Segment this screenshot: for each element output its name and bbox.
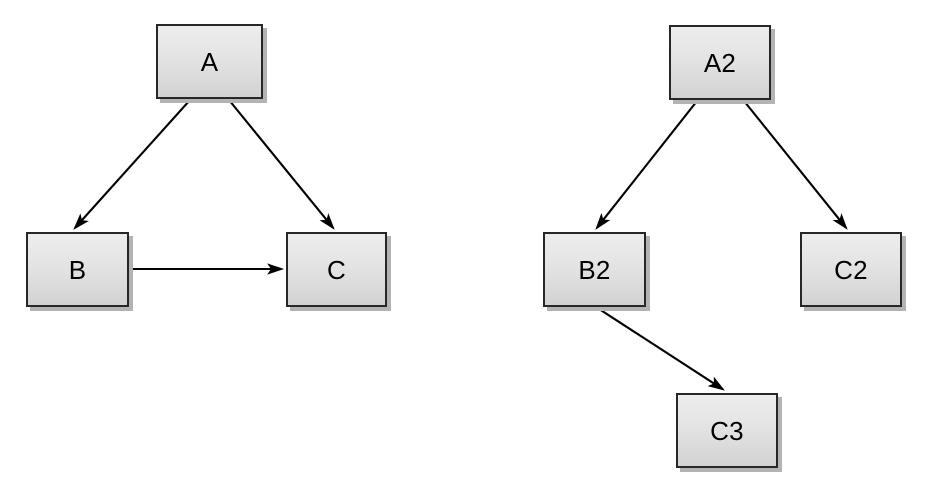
node-label: C [327,254,346,285]
arrowhead-icon [267,263,285,275]
arrowhead-icon [73,213,89,230]
node-label: A2 [703,47,737,78]
arrowhead-icon [707,376,725,391]
edge-a-to-c [228,99,335,230]
edge-a2-to-c2 [743,100,848,230]
edge-line [743,100,847,229]
arrowhead-icon [832,213,848,230]
node-c3[interactable]: C3 [676,393,778,468]
node-a[interactable]: A [156,24,263,99]
node-c2[interactable]: C2 [800,232,902,307]
node-a2[interactable]: A2 [669,25,771,100]
arrowhead-icon [319,213,335,230]
edge-b2-to-c3 [595,306,725,391]
arrowhead-icon [595,213,611,230]
node-c[interactable]: C [286,232,387,307]
edge-a2-to-b2 [595,100,698,230]
node-label: C2 [834,254,868,285]
edge-line [595,306,724,391]
node-label: C3 [710,415,744,446]
edge-a-to-b [73,99,191,230]
node-b[interactable]: B [26,232,129,307]
node-label: B [68,254,87,285]
edge-line [228,99,334,229]
node-label: A [200,46,219,77]
edge-line [74,99,191,229]
node-label: B2 [578,254,611,285]
edge-b-to-c [130,263,285,275]
edge-line [596,100,698,229]
node-b2[interactable]: B2 [543,232,646,307]
